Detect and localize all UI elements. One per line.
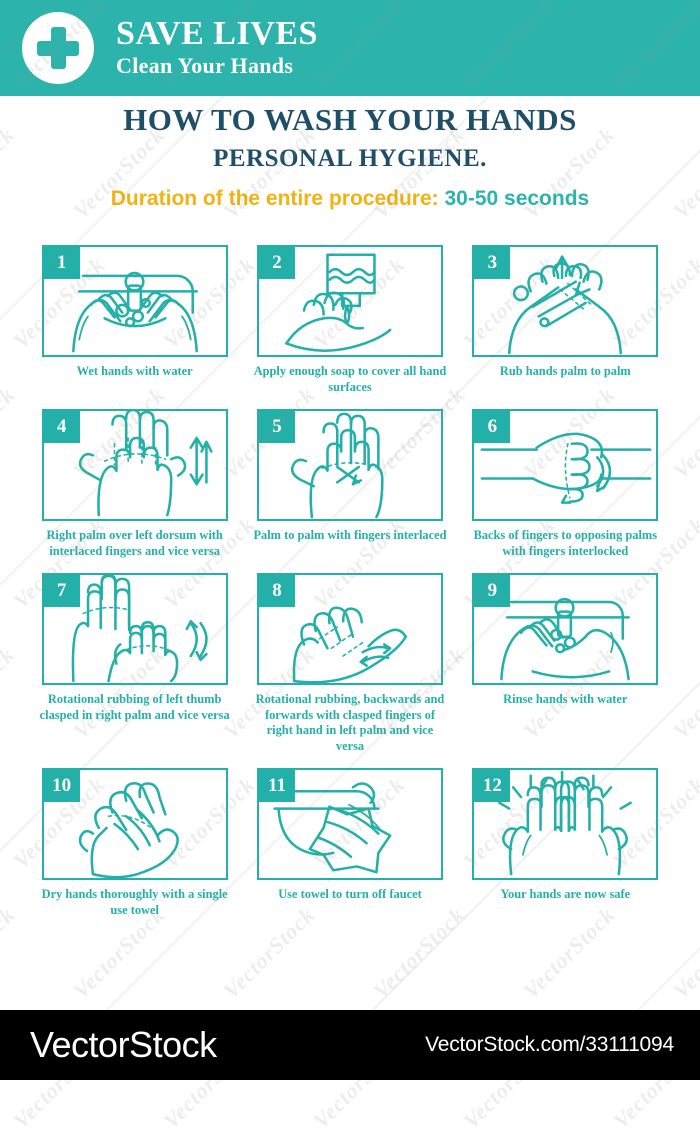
page-title: HOW TO WASH YOUR HANDS [123, 102, 577, 137]
dry-hands-towel-icon [44, 770, 226, 878]
step-caption: Apply enough soap to cover all hand surf… [253, 364, 447, 394]
step-frame: 3 [472, 245, 659, 357]
step-caption: Use towel to turn off faucet [278, 887, 422, 901]
step-number-badge: 2 [258, 247, 295, 279]
title-block: HOW TO WASH YOUR HANDS PERSONAL HYGIENE.… [0, 100, 700, 212]
vectorstock-url: VectorStock.com/33111094 [425, 1033, 674, 1056]
step-number-badge: 10 [43, 770, 80, 802]
cross-horizontal-bar [37, 40, 79, 56]
step-number-badge: 5 [258, 411, 295, 443]
fingertips-in-palm-icon [259, 575, 441, 683]
step-frame: 12 [472, 768, 659, 880]
watermark-text: VectorStock [668, 641, 700, 744]
clean-hands-icon [474, 770, 656, 878]
step-card[interactable]: 9 Rinse hands with water [461, 573, 670, 754]
step-caption: Palm to palm with fingers interlaced [253, 528, 447, 542]
step-frame: 8 [256, 573, 443, 685]
step-card[interactable]: 12 Your hands are now safe [461, 768, 670, 918]
step-card[interactable]: 7 Rotational rubbing of left thumb clasp… [30, 573, 239, 754]
vectorstock-logo: VectorStock [30, 1024, 217, 1065]
watermark-text: VectorStock [668, 381, 700, 484]
step-number-badge: 6 [474, 411, 511, 443]
page-subtitle: PERSONAL HYGIENE. [213, 145, 487, 172]
step-caption: Rinse hands with water [503, 692, 628, 706]
step-caption: Rub hands palm to palm [499, 364, 631, 378]
hands-under-faucet-icon [44, 247, 226, 355]
watermark-text: VectorStock [0, 641, 20, 744]
step-card[interactable]: 6 Backs of fingers to opposing palms wit… [461, 409, 670, 559]
backs-of-fingers-icon [474, 411, 656, 519]
step-caption: Right palm over left dorsum with interla… [46, 528, 223, 558]
rinse-hands-icon [474, 575, 656, 683]
step-number-badge: 8 [258, 575, 295, 607]
step-caption: Your hands are now safe [500, 887, 631, 901]
header-subtitle: Clean Your Hands [116, 53, 294, 78]
step-frame: 11 [256, 768, 443, 880]
step-frame: 2 [256, 245, 443, 357]
step-number-badge: 11 [258, 770, 295, 802]
step-card[interactable]: 2 Apply enough soap to cover all hand su… [245, 245, 454, 395]
duration-value: 30-50 seconds [444, 187, 590, 210]
duration-line: Duration of the entire procedure: 30-50 … [0, 186, 700, 212]
step-frame: 7 [41, 573, 228, 685]
watermark-text: VectorStock [0, 901, 20, 1004]
step-frame: 5 [256, 409, 443, 521]
soap-dispenser-icon [259, 247, 441, 355]
header-title: SAVE LIVES [116, 15, 318, 52]
header-band: SAVE LIVES Clean Your Hands [0, 0, 700, 96]
step-card[interactable]: 3 Rub hands palm to palm [461, 245, 670, 395]
towel-faucet-icon [259, 770, 441, 878]
step-frame: 6 [472, 409, 659, 521]
watermark-text: VectorStock [668, 901, 700, 1004]
step-frame: 1 [41, 245, 228, 357]
step-card[interactable]: 8 Rotational rubbing, backwards and forw… [245, 573, 454, 754]
step-number-badge: 12 [474, 770, 511, 802]
step-number-badge: 9 [474, 575, 511, 607]
header-text-group: SAVE LIVES Clean Your Hands [116, 16, 318, 80]
step-number-badge: 7 [43, 575, 80, 607]
step-number-badge: 4 [43, 411, 80, 443]
step-caption: Dry hands thoroughly with a single use t… [41, 887, 228, 917]
step-card[interactable]: 10 Dry hands thoroughly with a single us… [30, 768, 239, 918]
step-caption: Backs of fingers to opposing palms with … [473, 528, 658, 558]
step-frame: 10 [41, 768, 228, 880]
step-caption: Wet hands with water [76, 364, 193, 378]
step-card[interactable]: 11 Use towel to turn off faucet [245, 768, 454, 918]
footer-bar: VectorStock VectorStock.com/33111094 [0, 1010, 700, 1080]
step-caption: Rotational rubbing, backwards and forwar… [255, 692, 445, 753]
step-frame: 4 [41, 409, 228, 521]
palm-to-palm-icon [474, 247, 656, 355]
step-number-badge: 3 [474, 247, 511, 279]
medical-cross-icon [22, 12, 94, 84]
duration-label: Duration of the entire procedure: [110, 187, 439, 210]
steps-grid: 1 Wet hands with water 2 Apply enough so… [30, 245, 670, 918]
step-card[interactable]: 4 Right palm over left dorsum with inter… [30, 409, 239, 559]
thumb-rotation-icon [44, 575, 226, 683]
palm-over-dorsum-icon [44, 411, 226, 519]
watermark-text: VectorStock [0, 381, 20, 484]
step-card[interactable]: 5 Palm to palm with fingers interlaced [245, 409, 454, 559]
step-number-badge: 1 [43, 247, 80, 279]
step-caption: Rotational rubbing of left thumb clasped… [39, 692, 230, 722]
step-card[interactable]: 1 Wet hands with water [30, 245, 239, 395]
step-frame: 9 [472, 573, 659, 685]
fingers-interlaced-icon [259, 411, 441, 519]
